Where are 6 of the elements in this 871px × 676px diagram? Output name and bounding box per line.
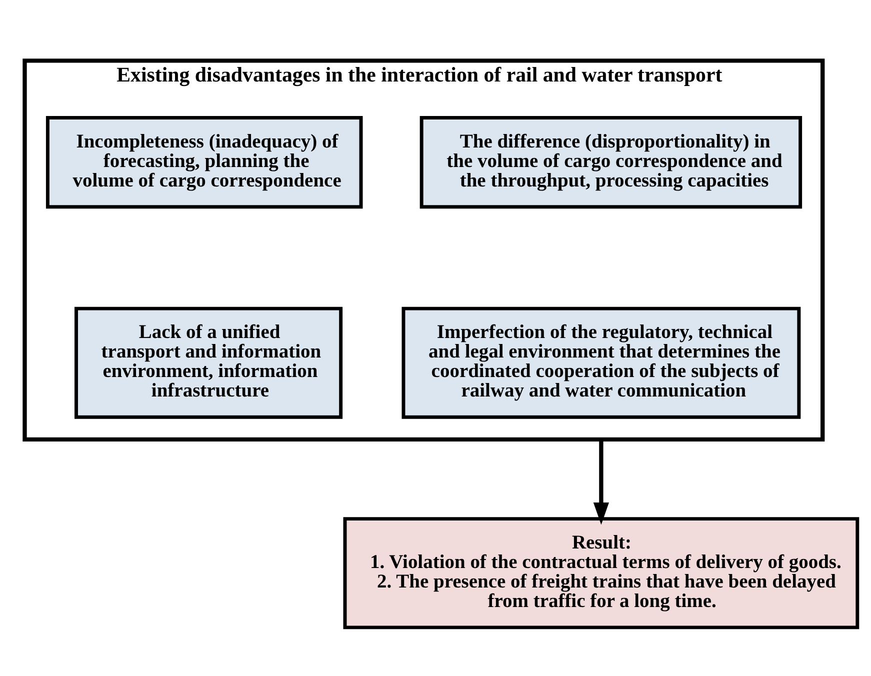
arrow: [593, 438, 610, 524]
node-box: The difference (disproportionality) in the volume of cargo correspondence and the throughput, processing capacities: [420, 116, 802, 208]
node-box: Lack of a unified transport and information environment, information infrastructure: [74, 306, 343, 418]
node-box: Imperfection of the regulatory, technical and legal environment that determines the coordinated cooperation of the subjects of railway and water communication: [402, 306, 801, 418]
node-box: Incompleteness (inadequacy) of forecasting, planning the volume of cargo correspondence: [46, 116, 363, 208]
node-box: Result: 1. Violation of the contractual terms of delivery of goods. 2. The presence of freight trains that have been delayed from traffic for a long time.: [343, 516, 860, 629]
